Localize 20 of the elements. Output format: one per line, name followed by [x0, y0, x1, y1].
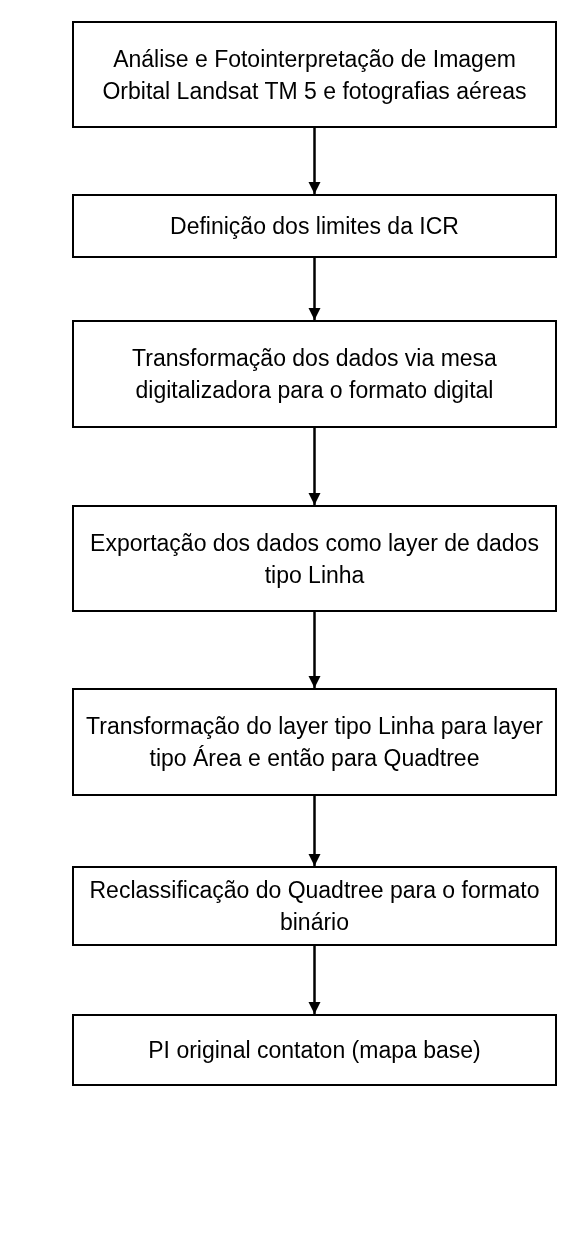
- process-box: [72, 1014, 557, 1086]
- arrow: [308, 612, 321, 688]
- arrow: [308, 796, 321, 866]
- process-box: [72, 21, 557, 128]
- arrow: [308, 128, 321, 194]
- process-box: [72, 320, 557, 428]
- step-text: Reclassificação do Quadtree para o formato binário: [88, 876, 541, 937]
- step-text: Definição dos limites da ICR: [170, 212, 459, 241]
- process-box: [72, 194, 557, 258]
- process-box: [72, 505, 557, 612]
- step-text: Transformação dos dados via mesa digitalizadora para o formato digital: [131, 344, 498, 405]
- arrow: [308, 428, 321, 505]
- step-text: Transformação do layer tipo Linha para layer tipo Área e então para Quadtree: [85, 712, 544, 773]
- arrow: [308, 258, 321, 320]
- step-text: Exportação dos dados como layer de dados tipo Linha: [89, 528, 540, 590]
- arrow: [308, 946, 321, 1014]
- process-box: [72, 866, 557, 946]
- step-text: PI original contaton (mapa base): [148, 1036, 481, 1065]
- step-text: Análise e Fotointerpretação de Imagem Orbital Landsat TM 5 e fotografias aéreas: [101, 44, 528, 106]
- process-box: [72, 688, 557, 796]
